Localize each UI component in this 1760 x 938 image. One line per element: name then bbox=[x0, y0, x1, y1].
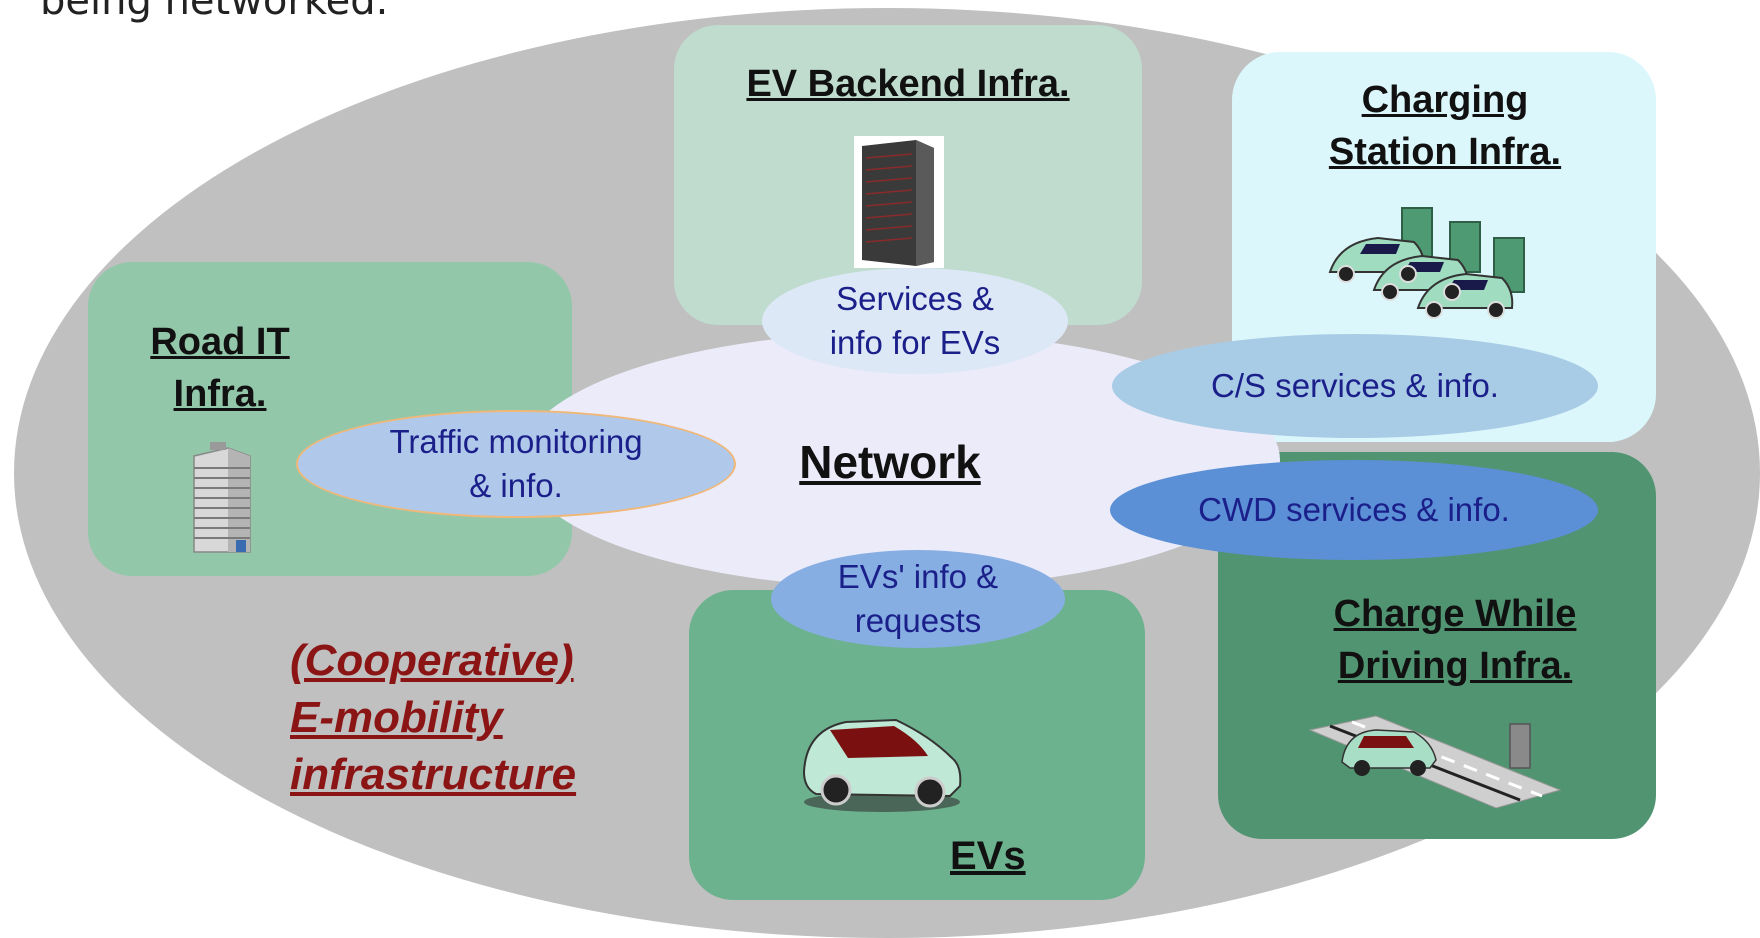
cwd-title: Charge While Driving Infra. bbox=[1333, 593, 1577, 687]
network-label: Network bbox=[799, 436, 981, 488]
slide-caption: being networked. bbox=[40, 0, 389, 24]
traffic-monitoring-ellipse: Traffic monitoring & info. bbox=[296, 410, 736, 518]
building-icon bbox=[193, 442, 251, 553]
ev-backend-title: EV Backend Infra. bbox=[746, 63, 1070, 105]
evs-title: EVs bbox=[950, 834, 1026, 878]
charging-station-title: Charging Station Infra. bbox=[1328, 79, 1562, 173]
charging-station-icon bbox=[1328, 207, 1525, 319]
server-icon bbox=[854, 136, 944, 268]
cooperative-emobility-label: (Cooperative) E-mobility infrastructure bbox=[290, 636, 577, 799]
evs-info-ellipse: EVs' info & requests bbox=[771, 550, 1065, 648]
cwd-services-ellipse: CWD services & info. bbox=[1110, 460, 1598, 560]
car-icon bbox=[802, 718, 962, 812]
road-it-title: Road IT Infra. bbox=[150, 321, 290, 415]
services-info-ellipse: Services & info for EVs bbox=[762, 268, 1068, 374]
cs-services-ellipse: C/S services & info. bbox=[1112, 334, 1598, 438]
charge-while-driving-icon bbox=[1308, 715, 1562, 809]
